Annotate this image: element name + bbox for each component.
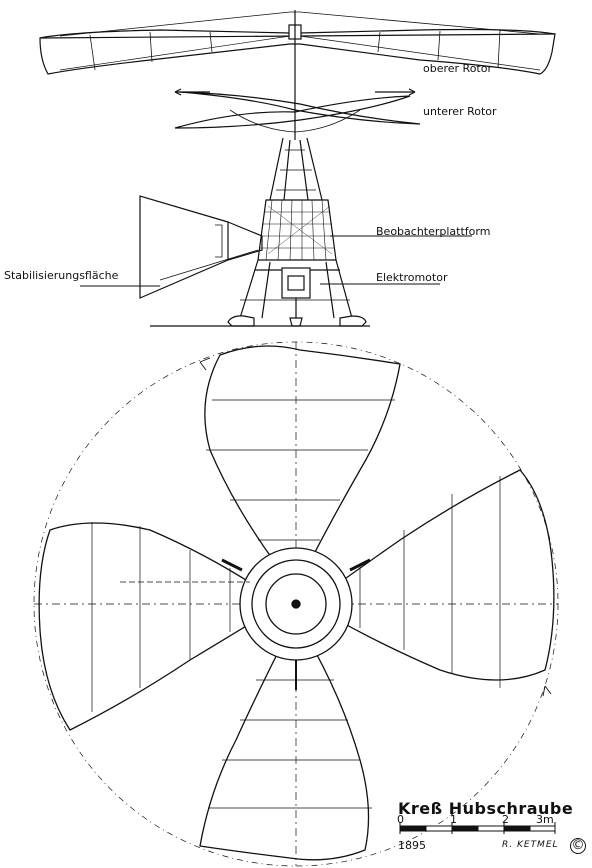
blade-east xyxy=(308,469,555,681)
stabilizer-surface xyxy=(139,195,263,299)
side-elevation xyxy=(39,10,556,327)
upper-rotor xyxy=(39,10,556,140)
rotor-hub xyxy=(120,547,371,690)
blade-west xyxy=(38,522,284,731)
pylon xyxy=(269,137,323,201)
artist-signature: R. KETMEL xyxy=(502,840,559,850)
year-label: 1895 xyxy=(398,839,426,852)
drawing-title: Kreß Hubschraube xyxy=(398,799,574,818)
label-lower-rotor: unterer Rotor xyxy=(423,105,497,118)
copyright-symbol: © xyxy=(570,838,586,854)
label-stabilizer: Stabilisierungsfläche xyxy=(4,269,119,282)
plan-view xyxy=(33,341,559,867)
label-motor: Elektromotor xyxy=(376,271,448,284)
leader-lines xyxy=(80,235,472,287)
scale-bar xyxy=(399,822,556,834)
scale-tick-0: 0 xyxy=(397,813,404,826)
scale-tick-2: 2 xyxy=(502,813,509,826)
scale-tick-3m: 3m xyxy=(536,813,554,826)
lower-rotor xyxy=(174,88,421,133)
label-observer-platform: Beobachterplattform xyxy=(376,225,491,238)
lower-frame xyxy=(150,259,370,327)
blade-north xyxy=(204,345,401,592)
scale-tick-1: 1 xyxy=(450,813,457,826)
label-upper-rotor: oberer Rotor xyxy=(423,62,492,75)
blade-south xyxy=(199,616,370,861)
observer-platform xyxy=(257,199,337,261)
